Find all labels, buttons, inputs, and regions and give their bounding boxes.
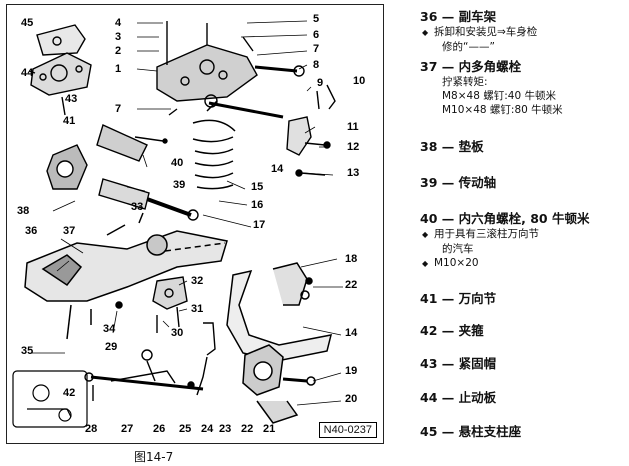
callout-28: 28 [85,423,98,435]
bracket-32 [152,276,216,396]
legend-sub: M10×48 螺钉:80 牛顿米 [442,104,563,116]
callout-25: 25 [179,423,192,435]
legend-entry-41: 41 — 万向节 [420,288,625,307]
legend-title: 44 — 止动板 [420,390,497,405]
callout-33: 33 [131,201,144,213]
legend-entry-43: 43 — 紧固帽 [420,353,625,372]
legend-entry-39: 39 — 传动轴 [420,172,625,191]
diagram-drawing [12,20,343,428]
callout-35: 35 [21,345,34,357]
diagram-code: N40-0237 [318,422,377,438]
legend-entry-40: 40 — 内六角螺栓, 80 牛顿米 用于具有三滚柱万向节 的汽车 M10×20 [420,208,625,271]
callout-9: 9 [317,77,324,89]
callout-13: 13 [347,167,360,179]
legend-title: 37 — 内多角螺栓 [420,59,522,74]
callout-12: 12 [347,141,360,153]
wheel-hub [242,344,316,424]
callout-43: 43 [65,93,78,105]
callout-7b: 7 [313,43,320,55]
callout-19: 19 [345,365,358,377]
callout-14: 14 [271,163,284,175]
callout-39: 39 [173,179,186,191]
callout-30: 30 [171,327,184,339]
legend-sub: 修的“——” [442,41,495,53]
callout-45: 45 [21,17,34,29]
callout-27: 27 [121,423,134,435]
drive-shaft [46,124,199,221]
callout-37: 37 [63,225,76,237]
callout-15: 15 [251,181,264,193]
legend-title: 39 — 传动轴 [420,175,497,190]
callout-4: 4 [115,17,122,29]
callout-29: 29 [105,341,118,353]
callout-32: 32 [191,275,204,287]
callout-41: 41 [63,115,76,127]
callout-36: 36 [25,225,38,237]
legend-sub: 用于具有三滚柱万向节 [420,227,625,242]
callout-20: 20 [345,393,358,405]
legend-entry-37: 37 — 内多角螺栓 拧紧转矩: M8×48 螺钉:40 牛顿米 M10×48 … [420,56,625,117]
legend-entry-36: 36 — 副车架 拆卸和安装见⇒车身检 修的“——” [420,6,625,54]
bracket-11 [286,116,331,177]
exploded-diagram: 45 44 43 4 3 2 1 7 5 6 7 8 9 10 11 12 13… [6,4,384,444]
lower-control-arm [226,262,333,362]
callout-10: 10 [353,75,366,87]
callout-21: 21 [263,423,276,435]
legend-title: 42 — 夹箍 [420,323,484,338]
legend-sub: 拆卸和安装见⇒车身检 [420,25,625,40]
callout-34: 34 [103,323,116,335]
callout-11: 11 [347,121,359,133]
figure-caption: 图14-7 [134,450,174,464]
callout-40: 40 [171,157,184,169]
callout-22: 22 [345,279,358,291]
legend-sub: M8×48 螺钉:40 牛顿米 [442,90,556,102]
inset-clamp [12,370,88,428]
upper-link-assembly [156,21,336,119]
callout-18: 18 [345,253,358,265]
leader-lines [31,20,343,406]
legend-entry-44: 44 — 止动板 [420,387,625,406]
callout-24: 24 [201,423,214,435]
callout-22b: 22 [241,423,254,435]
legend-title: 43 — 紧固帽 [420,356,497,371]
callout-42: 42 [63,387,76,399]
legend-entry-45: 45 — 悬柱支柱座 [420,421,625,440]
legend-sub: 的汽车 [442,243,474,255]
callout-23: 23 [219,423,232,435]
legend-entry-42: 42 — 夹箍 [420,320,625,339]
legend-title: 38 — 垫板 [420,139,484,154]
callout-8: 8 [313,59,320,71]
callout-5: 5 [313,13,320,25]
legend-title: 40 — 内六角螺栓, 80 牛顿米 [420,211,590,226]
callout-7: 7 [115,103,122,115]
callout-26: 26 [153,423,166,435]
callout-3: 3 [115,31,122,43]
coil-spring [192,100,236,190]
callout-31: 31 [191,303,204,315]
callout-17: 17 [253,219,266,231]
callout-14b: 14 [345,327,358,339]
callout-44: 44 [21,67,34,79]
callout-16: 16 [251,199,264,211]
strut-mount [28,24,92,116]
callout-2: 2 [115,45,122,57]
legend-entry-38: 38 — 垫板 [420,136,625,155]
callout-1: 1 [115,63,122,75]
tie-rod [84,349,204,401]
callout-6: 6 [313,29,320,41]
legend-title: 45 — 悬柱支柱座 [420,424,522,439]
legend-sub: M10×20 [420,256,625,271]
legend-title: 41 — 万向节 [420,291,497,306]
callout-38: 38 [17,205,30,217]
legend-sub: 拧紧转矩: [442,76,488,88]
legend-title: 36 — 副车架 [420,9,497,24]
